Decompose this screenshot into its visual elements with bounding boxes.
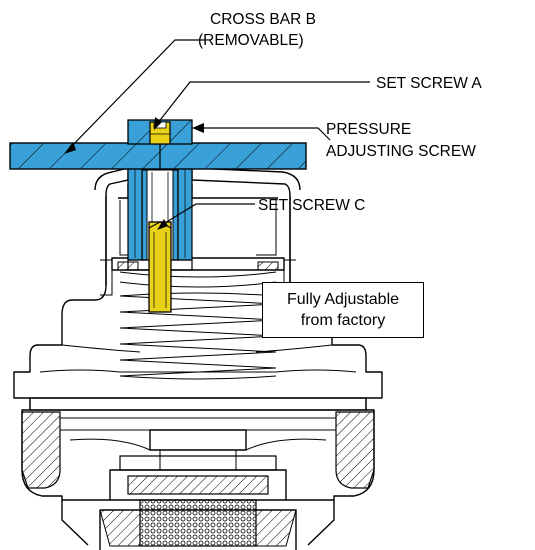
- note-line2: from factory: [300, 312, 386, 329]
- cross-bar-label-line1: CROSS BAR B: [210, 11, 316, 28]
- factory-adjustable-note: Fully Adjustable from factory: [262, 282, 424, 338]
- lower-body: [21, 397, 375, 550]
- set-screw-c-label: SET SCREW C: [258, 197, 365, 214]
- note-line1: Fully Adjustable: [286, 291, 400, 308]
- leader-lines: [64, 39, 370, 230]
- pressure-screw-label-line2: ADJUSTING SCREW: [326, 143, 476, 160]
- cross-bar-label-line2: (REMOVABLE): [198, 32, 304, 49]
- set-screw-a-label: SET SCREW A: [376, 75, 482, 92]
- pressure-screw-label-line1: PRESSURE: [326, 121, 411, 138]
- range-spring: [119, 271, 277, 380]
- cross-bar-b: [9, 142, 307, 170]
- set-screw-c: [148, 221, 172, 313]
- set-screw-a: [149, 121, 171, 145]
